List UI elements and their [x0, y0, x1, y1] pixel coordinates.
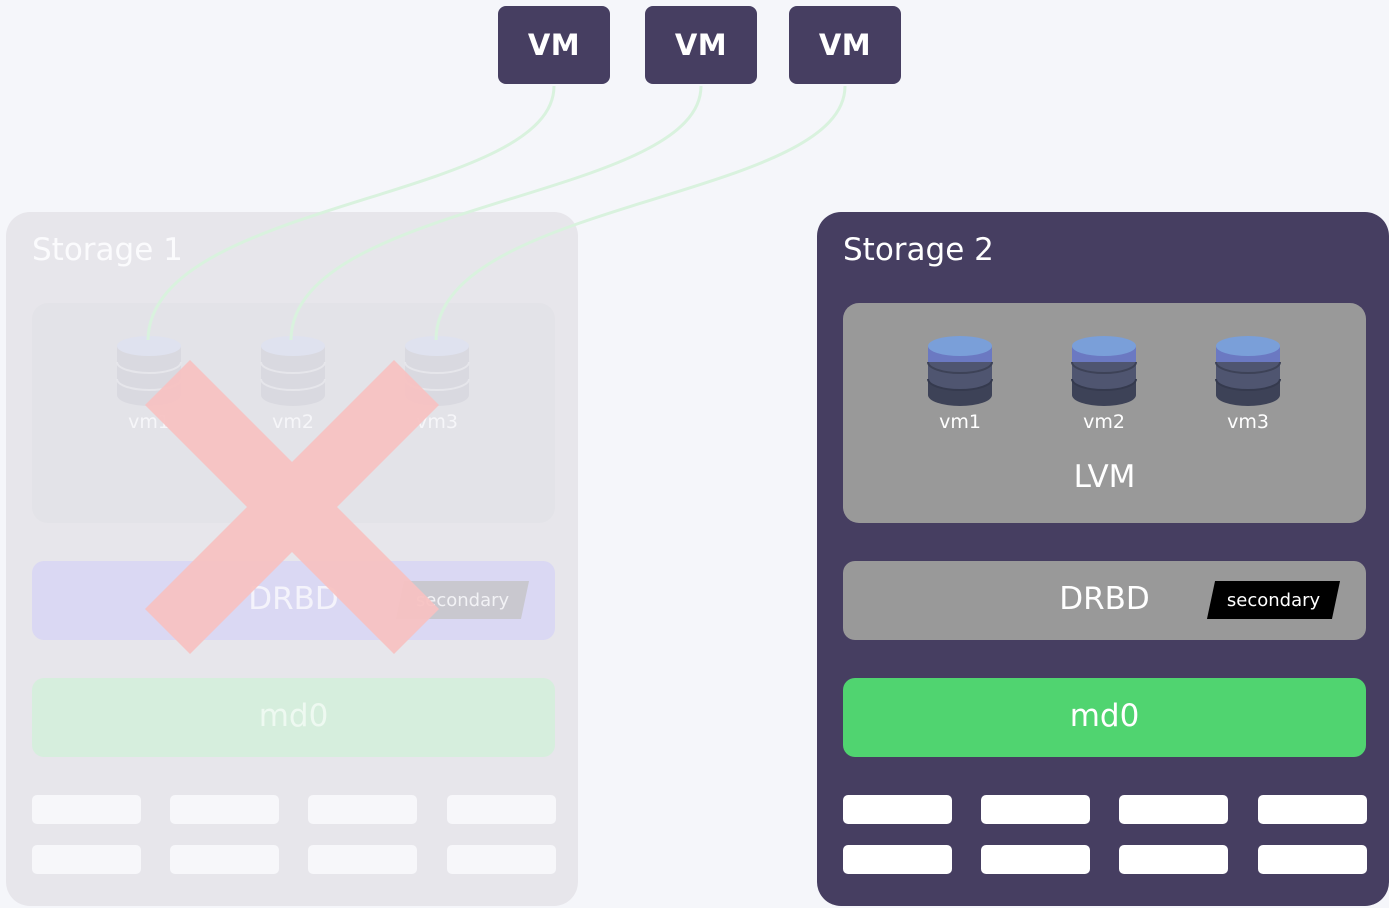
- drive-slot: [308, 845, 417, 874]
- drive-slot: [170, 795, 279, 824]
- drbd-role-badge: secondary: [395, 581, 530, 619]
- drive-slot: [1119, 845, 1228, 874]
- storage-title: Storage 2: [843, 232, 994, 268]
- lvm-panel: vm1 vm2 vm3 LVM: [843, 303, 1366, 523]
- drive-slot: [447, 845, 556, 874]
- drive-slot: [981, 845, 1090, 874]
- volume-label: vm3: [416, 411, 458, 433]
- disk-icon: [116, 336, 182, 406]
- storage-1-node: Storage 1 vm1 vm2 vm3 DRBD secondary md0: [6, 212, 578, 906]
- md0-bar: md0: [32, 678, 555, 757]
- drive-slot: [32, 795, 141, 824]
- vm-label: VM: [818, 28, 872, 62]
- drive-slot: [1258, 845, 1367, 874]
- drbd-label: DRBD: [1059, 581, 1150, 617]
- disk-icon: [1215, 336, 1281, 406]
- disk-icon: [404, 336, 470, 406]
- drive-slot: [308, 795, 417, 824]
- drive-slot: [447, 795, 556, 824]
- md0-label: md0: [258, 698, 329, 734]
- lvm-panel: vm1 vm2 vm3: [32, 303, 555, 523]
- drbd-role-badge: secondary: [1206, 581, 1341, 619]
- drive-slot: [843, 845, 952, 874]
- volume-label: vm2: [1083, 411, 1125, 433]
- volume-label: vm1: [128, 411, 170, 433]
- md0-label: md0: [1069, 698, 1140, 734]
- drbd-bar: DRBD secondary: [843, 561, 1366, 640]
- vm-box-1[interactable]: VM: [498, 6, 610, 84]
- drive-slot: [32, 845, 141, 874]
- storage-2-node: Storage 2 vm1 vm2 vm3 LVM: [817, 212, 1389, 906]
- drbd-role-label: secondary: [415, 589, 510, 611]
- drive-slot: [1258, 795, 1367, 824]
- volume-label: vm1: [939, 411, 981, 433]
- drive-slot: [170, 845, 279, 874]
- drive-slot: [1119, 795, 1228, 824]
- vm-label: VM: [527, 28, 581, 62]
- drbd-bar: DRBD secondary: [32, 561, 555, 640]
- disk-icon: [260, 336, 326, 406]
- vm-box-3[interactable]: VM: [789, 6, 901, 84]
- drive-slot: [843, 795, 952, 824]
- disk-icon: [1071, 336, 1137, 406]
- drive-slot: [981, 795, 1090, 824]
- vm-label: VM: [674, 28, 728, 62]
- drbd-role-label: secondary: [1226, 589, 1321, 611]
- lvm-label: LVM: [1073, 459, 1136, 495]
- vm-box-2[interactable]: VM: [645, 6, 757, 84]
- volume-label: vm2: [272, 411, 314, 433]
- volume-label: vm3: [1227, 411, 1269, 433]
- storage-title: Storage 1: [32, 232, 183, 268]
- md0-bar: md0: [843, 678, 1366, 757]
- disk-icon: [927, 336, 993, 406]
